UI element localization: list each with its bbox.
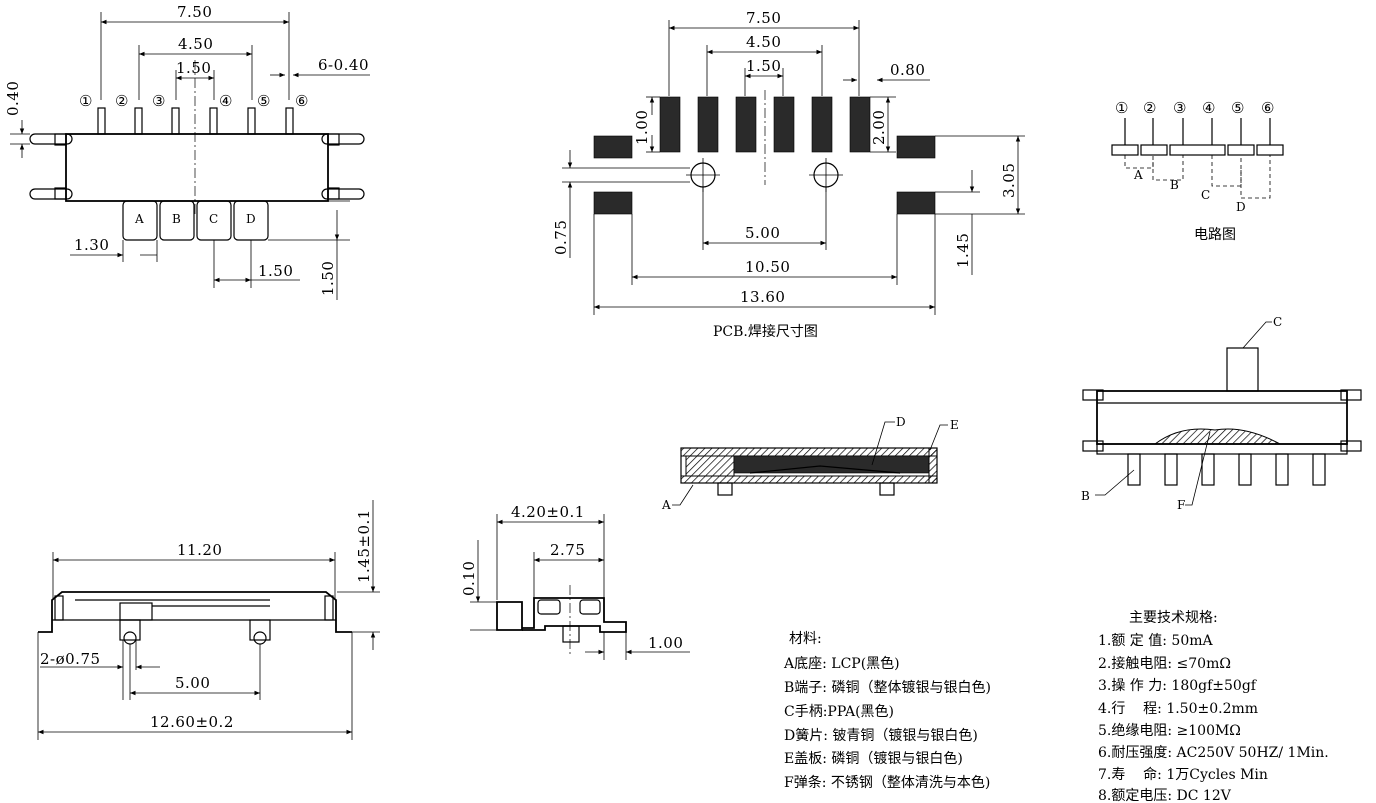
- dim-vertical: 1.50: [319, 261, 337, 296]
- small-dim-foot: 1.00: [648, 634, 683, 652]
- spec-item: 8.额定电压: DC 12V: [1098, 788, 1232, 803]
- dim-holes: 2-ø0.75: [40, 650, 101, 668]
- spec-item: 3.操 作 力: 180gf±50gf: [1098, 678, 1258, 694]
- dim-inner: 1.50: [176, 59, 211, 77]
- bottom-left-view: 11.20 1.45±0.1 2-ø0.75 5.00 12.60±0.2: [37, 500, 380, 740]
- circuit-letter: A: [1133, 168, 1143, 182]
- dim-left: 1.30: [74, 236, 109, 254]
- spec-item: 4.行 程: 1.50±0.2mm: [1098, 701, 1258, 717]
- dim-overall: 7.50: [177, 3, 212, 21]
- circuit-pin-number: ②: [1143, 99, 1157, 117]
- knob-letter: C: [209, 212, 218, 226]
- circuit-pin-number: ⑤: [1231, 99, 1245, 117]
- pcb-dim-overall: 7.50: [746, 9, 781, 27]
- pcb-dim-inner: 1.50: [746, 57, 781, 75]
- circuit-pin-number: ⑥: [1261, 99, 1275, 117]
- pin-number: ③: [152, 92, 166, 110]
- specs-list: 主要技术规格: 1.额 定 值: 50mA 2.接触电阻: ≤70mΩ 3.操 …: [1098, 610, 1329, 803]
- circuit-caption: 电路图: [1194, 227, 1236, 243]
- side-label-c: C: [1273, 315, 1282, 329]
- section-label-d: D: [896, 415, 906, 429]
- material-item: E盖板: 磷铜（镀银与银白色): [784, 750, 963, 767]
- material-item: D簧片: 铍青铜（镀银与银白色): [784, 727, 978, 744]
- materials-list: 材料: A底座: LCP(黑色) B端子: 磷铜（整体镀银与银白色) C手柄:P…: [783, 631, 991, 791]
- pcb-dim-hole: 0.75: [552, 220, 570, 255]
- section-label-a: A: [661, 498, 671, 512]
- knob-letter: A: [134, 212, 144, 226]
- dim-pins: 6-0.40: [318, 56, 369, 74]
- small-dim-inner: 2.75: [550, 541, 585, 559]
- pin-number: ⑤: [257, 92, 271, 110]
- dim-total: 12.60±0.2: [150, 713, 234, 731]
- material-item: A底座: LCP(黑色): [783, 655, 900, 672]
- pcb-dim-right-height: 1.45: [954, 233, 972, 268]
- circuit-pin-number: ④: [1202, 99, 1216, 117]
- material-item: C手柄:PPA(黑色): [784, 703, 894, 720]
- pcb-pads: [593, 96, 936, 215]
- side-pins: [1127, 453, 1326, 486]
- pcb-dim-side: 3.05: [1000, 163, 1018, 198]
- pcb-dim-pad-width: 0.80: [890, 61, 925, 79]
- pcb-dim-holes-span: 5.00: [745, 224, 780, 242]
- pcb-dim-total-span: 13.60: [740, 288, 785, 306]
- circuit-view: ① ② ③ ④ ⑤ ⑥ A B C D 电路图: [1111, 99, 1284, 243]
- circuit-letter: C: [1201, 188, 1210, 202]
- dim-length: 11.20: [177, 541, 222, 559]
- spec-item: 1.额 定 值: 50mA: [1098, 633, 1214, 649]
- pcb-dim-pad-len: 2.00: [870, 110, 888, 145]
- pin-number: ⑥: [295, 92, 309, 110]
- dim-height: 1.45±0.1: [355, 509, 373, 583]
- specs-title: 主要技术规格:: [1129, 610, 1218, 626]
- materials-title: 材料:: [789, 631, 822, 647]
- knob-letter: B: [172, 212, 181, 226]
- knob-letter: D: [246, 212, 256, 226]
- pcb-dim-mid: 4.50: [746, 33, 781, 51]
- spec-item: 7.寿 命: 1万Cycles Min: [1098, 766, 1268, 783]
- pin-numbers: ① ② ③ ④ ⑤ ⑥: [79, 92, 309, 110]
- section-label-e: E: [950, 418, 959, 432]
- spec-item: 5.绝缘电阻: ≥100MΩ: [1098, 723, 1241, 739]
- circuit-pin-number: ③: [1173, 99, 1187, 117]
- pcb-view: 7.50 4.50 1.50 0.80 1.00: [552, 9, 1025, 340]
- circuit-letter: D: [1236, 200, 1246, 214]
- small-view: 4.20±0.1 2.75 0.10 1.00: [460, 503, 690, 660]
- material-item: F弹条: 不锈钢（整体清洗与本色): [784, 774, 990, 791]
- circuit-pin-number: ①: [1115, 99, 1129, 117]
- side-label-b: B: [1081, 489, 1090, 503]
- small-dim-width: 4.20±0.1: [511, 503, 585, 521]
- pcb-dim-inner-span: 10.50: [745, 258, 790, 276]
- pins: [97, 107, 294, 135]
- side-view: C B F: [1081, 315, 1362, 512]
- pin-number: ④: [219, 92, 233, 110]
- dim-mid: 4.50: [178, 35, 213, 53]
- spec-item: 2.接触电阻: ≤70mΩ: [1098, 655, 1231, 672]
- spec-item: 6.耐压强度: AC250V 50HZ/ 1Min.: [1098, 745, 1329, 761]
- dim-hole-span: 5.00: [175, 674, 210, 692]
- dim-height: 0.40: [4, 81, 22, 116]
- side-label-f: F: [1177, 498, 1185, 512]
- top-left-view: 7.50 4.50 1.50 6-0.40 ① ② ③ ④ ⑤ ⑥: [4, 3, 370, 300]
- small-dim-height: 0.10: [460, 561, 478, 596]
- material-item: B端子: 磷铜（整体镀银与银白色): [784, 679, 991, 696]
- section-view: D E A: [661, 415, 959, 512]
- knobs: A B C D: [122, 200, 269, 241]
- pin-number: ②: [115, 92, 129, 110]
- pin-number: ①: [79, 92, 93, 110]
- circuit-letter: B: [1170, 178, 1179, 192]
- pcb-dim-pad-height: 1.00: [633, 110, 651, 145]
- pcb-caption: PCB.焊接尺寸图: [713, 323, 818, 340]
- dim-right: 1.50: [258, 262, 293, 280]
